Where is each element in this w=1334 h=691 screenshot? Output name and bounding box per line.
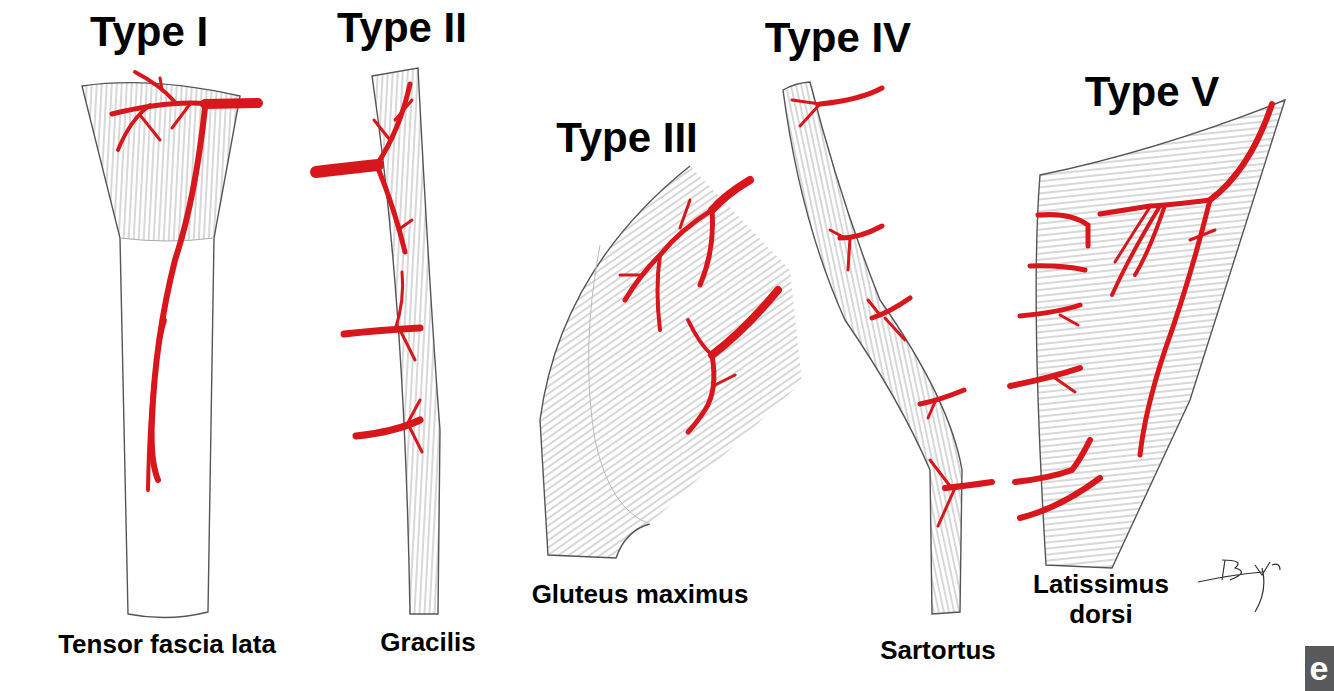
tensor-fascia-lata-drawing — [82, 72, 258, 618]
type-heading: Type II — [337, 4, 467, 52]
muscle-name: Gracilis — [380, 628, 475, 658]
type-heading: Type I — [90, 8, 208, 56]
sartorius-drawing — [783, 82, 992, 614]
type-heading: Type III — [556, 114, 698, 162]
gluteus-maximus-drawing — [540, 166, 802, 558]
type-heading: Type IV — [765, 14, 911, 62]
logo-mark: e — [1305, 646, 1334, 691]
artist-signature — [1198, 560, 1280, 612]
muscle-name: Latissimus dorsi — [1011, 570, 1191, 630]
gracilis-drawing — [316, 68, 440, 614]
muscle-name: Sartortus — [880, 636, 996, 666]
type-heading: Type V — [1085, 68, 1220, 116]
muscle-name: Gluteus maximus — [532, 580, 749, 610]
muscle-name: Tensor fascia lata — [58, 630, 276, 660]
latissimus-dorsi-drawing — [1010, 100, 1285, 568]
